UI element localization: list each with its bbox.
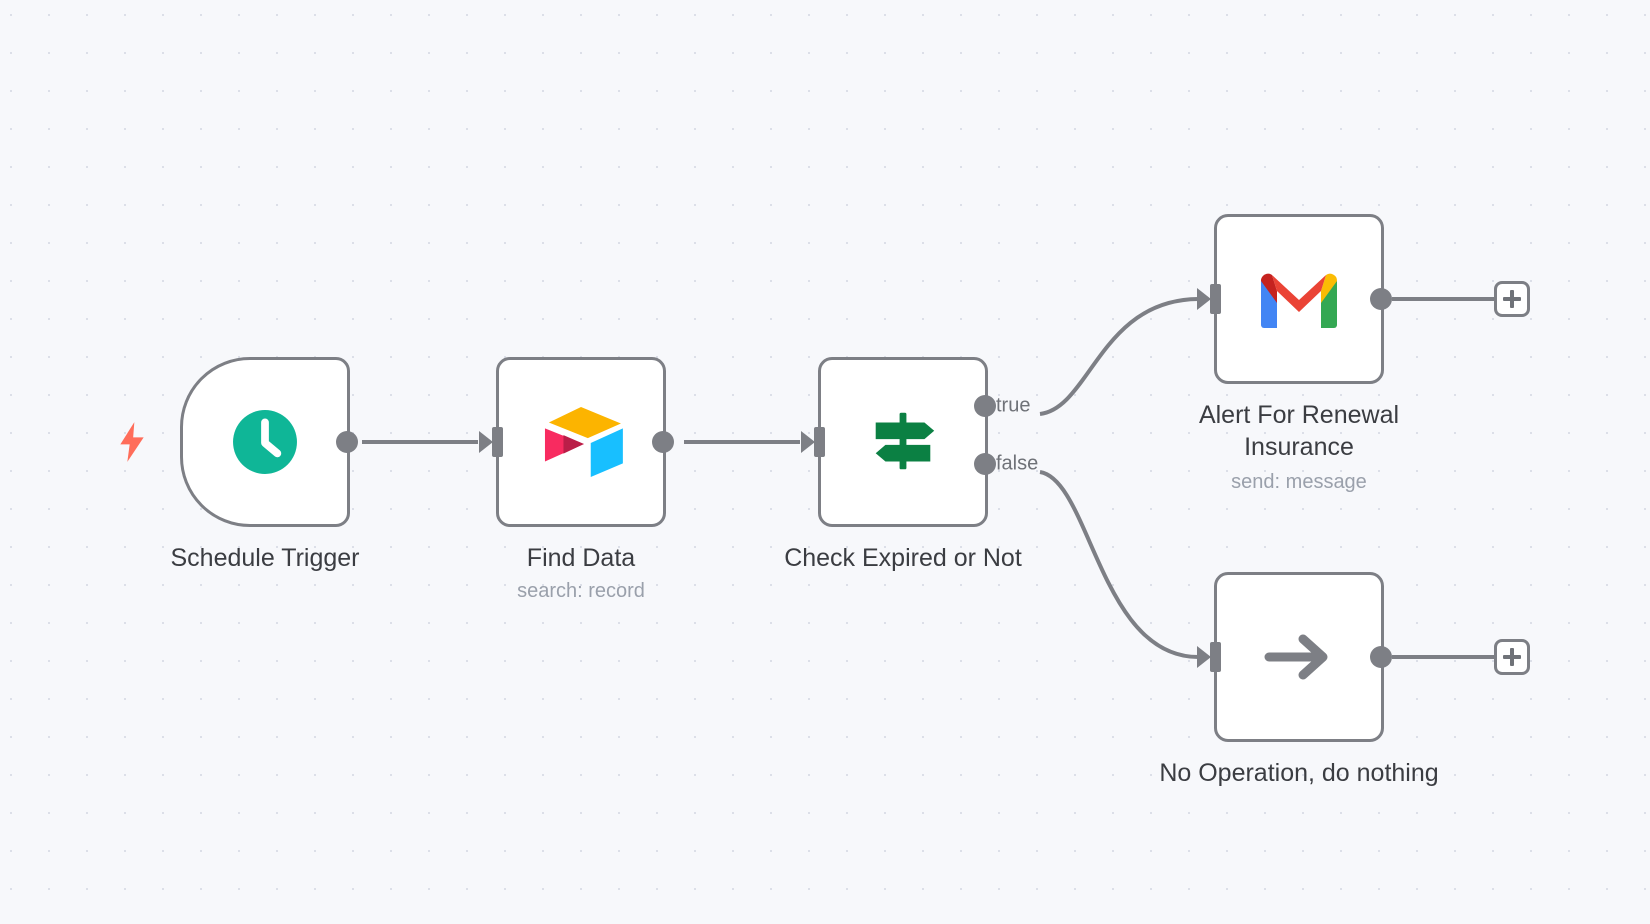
node-label-find-data: Find Data	[526, 544, 636, 572]
input-port-noop[interactable]	[1210, 642, 1221, 672]
signpost-icon	[864, 403, 942, 481]
output-port-gmail[interactable]	[1370, 288, 1392, 310]
branch-label-true: true	[996, 394, 1031, 417]
node-sublabel-find-data: search: record	[517, 580, 645, 602]
output-port-false[interactable]: false	[974, 453, 1038, 475]
node-label-schedule-trigger: Schedule Trigger	[170, 544, 360, 572]
airtable-icon	[537, 405, 625, 479]
gmail-icon	[1259, 269, 1339, 329]
node-find-data[interactable]: Find Data search: record	[492, 357, 674, 602]
edge-true-to-gmail	[1039, 297, 1199, 416]
node-sublabel-alert-for-renewal-insurance: send: message	[1231, 471, 1367, 493]
node-label-alert-for-renewal-insurance: Alert For Renewal Insurance	[1198, 401, 1400, 461]
node-label-no-operation-do-nothing: No Operation, do nothing	[1159, 759, 1439, 787]
edge-false-to-noop	[1039, 470, 1199, 659]
branch-label-false: false	[996, 452, 1039, 475]
trigger-bolt-icon	[118, 422, 146, 462]
node-check-expired-or-not[interactable]: true false Check Expired or Not	[784, 357, 1038, 572]
arrow-right-icon	[1263, 629, 1335, 685]
add-node-after-noop-button[interactable]	[1494, 639, 1530, 675]
node-schedule-trigger[interactable]: Schedule Trigger	[170, 357, 360, 572]
plus-icon-vertical	[1510, 648, 1514, 666]
plus-icon-vertical	[1510, 290, 1514, 308]
output-port-find-data[interactable]	[652, 431, 674, 453]
output-port-true[interactable]: true	[974, 395, 1030, 417]
input-port-check-expired[interactable]	[814, 427, 825, 457]
node-alert-for-renewal-insurance[interactable]: Alert For Renewal Insurance send: messag…	[1199, 214, 1399, 493]
output-port-schedule-trigger[interactable]	[336, 431, 358, 453]
input-port-gmail[interactable]	[1210, 284, 1221, 314]
input-port-find-data[interactable]	[492, 427, 503, 457]
clock-icon	[232, 409, 298, 475]
node-label-check-expired-or-not: Check Expired or Not	[784, 544, 1022, 572]
node-no-operation-do-nothing[interactable]: No Operation, do nothing	[1159, 572, 1439, 787]
output-port-noop[interactable]	[1370, 646, 1392, 668]
add-node-after-gmail-button[interactable]	[1494, 281, 1530, 317]
